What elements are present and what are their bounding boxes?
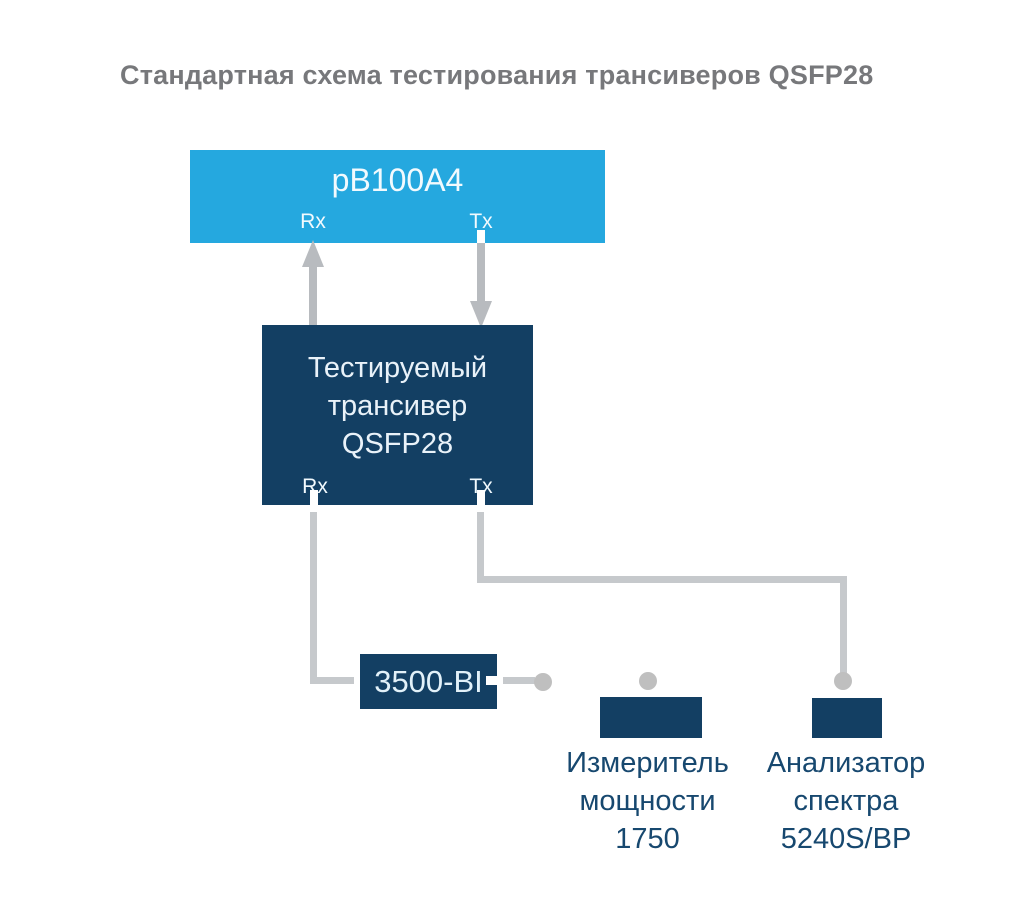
dut-label-line-1: Тестируемый [307, 352, 488, 384]
bert-box: pB100A4 Rx Tx [190, 150, 605, 243]
rx-cable-horizontal [310, 677, 356, 684]
power-meter-label: Измеритель мощности 1750 [540, 744, 755, 858]
dut-box: Тестируемый трансивер QSFP28 Rx Tx [262, 325, 533, 505]
dut-bottom-tx-pin-stub [477, 490, 485, 512]
spectrum-analyzer-connector-dot [834, 672, 852, 690]
spectrum-analyzer-box [812, 698, 882, 738]
dut-rx-port-label: Rx [302, 475, 328, 498]
bert-tx-port-label: Tx [469, 210, 493, 233]
dut-bottom-rx-pin-stub [310, 490, 318, 512]
tx-down-arrow-shaft [477, 243, 485, 303]
attenuator-output-connector-dot [534, 673, 552, 691]
bert-tx-pin-stub [477, 230, 485, 243]
diagram-title: Стандартная схема тестирования трансивер… [120, 60, 874, 90]
tx-cable-vertical-1 [477, 512, 484, 583]
spectrum-analyzer-label-line-1: Анализатор [766, 747, 926, 779]
dut-box-label: Тестируемый трансивер QSFP28 [262, 349, 533, 463]
tx-cable-horizontal [477, 576, 847, 583]
dut-label-line-2: трансивер [327, 390, 468, 422]
rx-up-arrow-head [302, 240, 324, 267]
attenuator-output-line [503, 677, 535, 684]
power-meter-label-line-3: 1750 [615, 823, 680, 855]
tx-cable-vertical-2 [840, 576, 847, 674]
rx-up-arrow-shaft [309, 264, 317, 325]
bert-rx-port-label: Rx [300, 210, 326, 233]
attenuator-box: 3500-BI [360, 654, 497, 709]
power-meter-label-line-1: Измеритель [566, 747, 729, 779]
attenuator-box-label: 3500-BI [374, 664, 483, 699]
attenuator-right-pin-stub [486, 676, 503, 685]
spectrum-analyzer-label-line-2: спектра [793, 785, 899, 817]
tx-down-arrow-head [470, 301, 492, 328]
dut-label-line-3: QSFP28 [341, 428, 454, 460]
rx-cable-vertical [310, 512, 317, 684]
dut-tx-port-label: Tx [469, 475, 493, 498]
power-meter-connector-dot [639, 672, 657, 690]
power-meter-box [600, 697, 702, 738]
spectrum-analyzer-label-line-3: 5240S/BP [780, 823, 912, 855]
spectrum-analyzer-label: Анализатор спектра 5240S/BP [746, 744, 946, 858]
power-meter-label-line-2: мощности [579, 785, 716, 817]
bert-box-label: pB100A4 [331, 162, 464, 198]
